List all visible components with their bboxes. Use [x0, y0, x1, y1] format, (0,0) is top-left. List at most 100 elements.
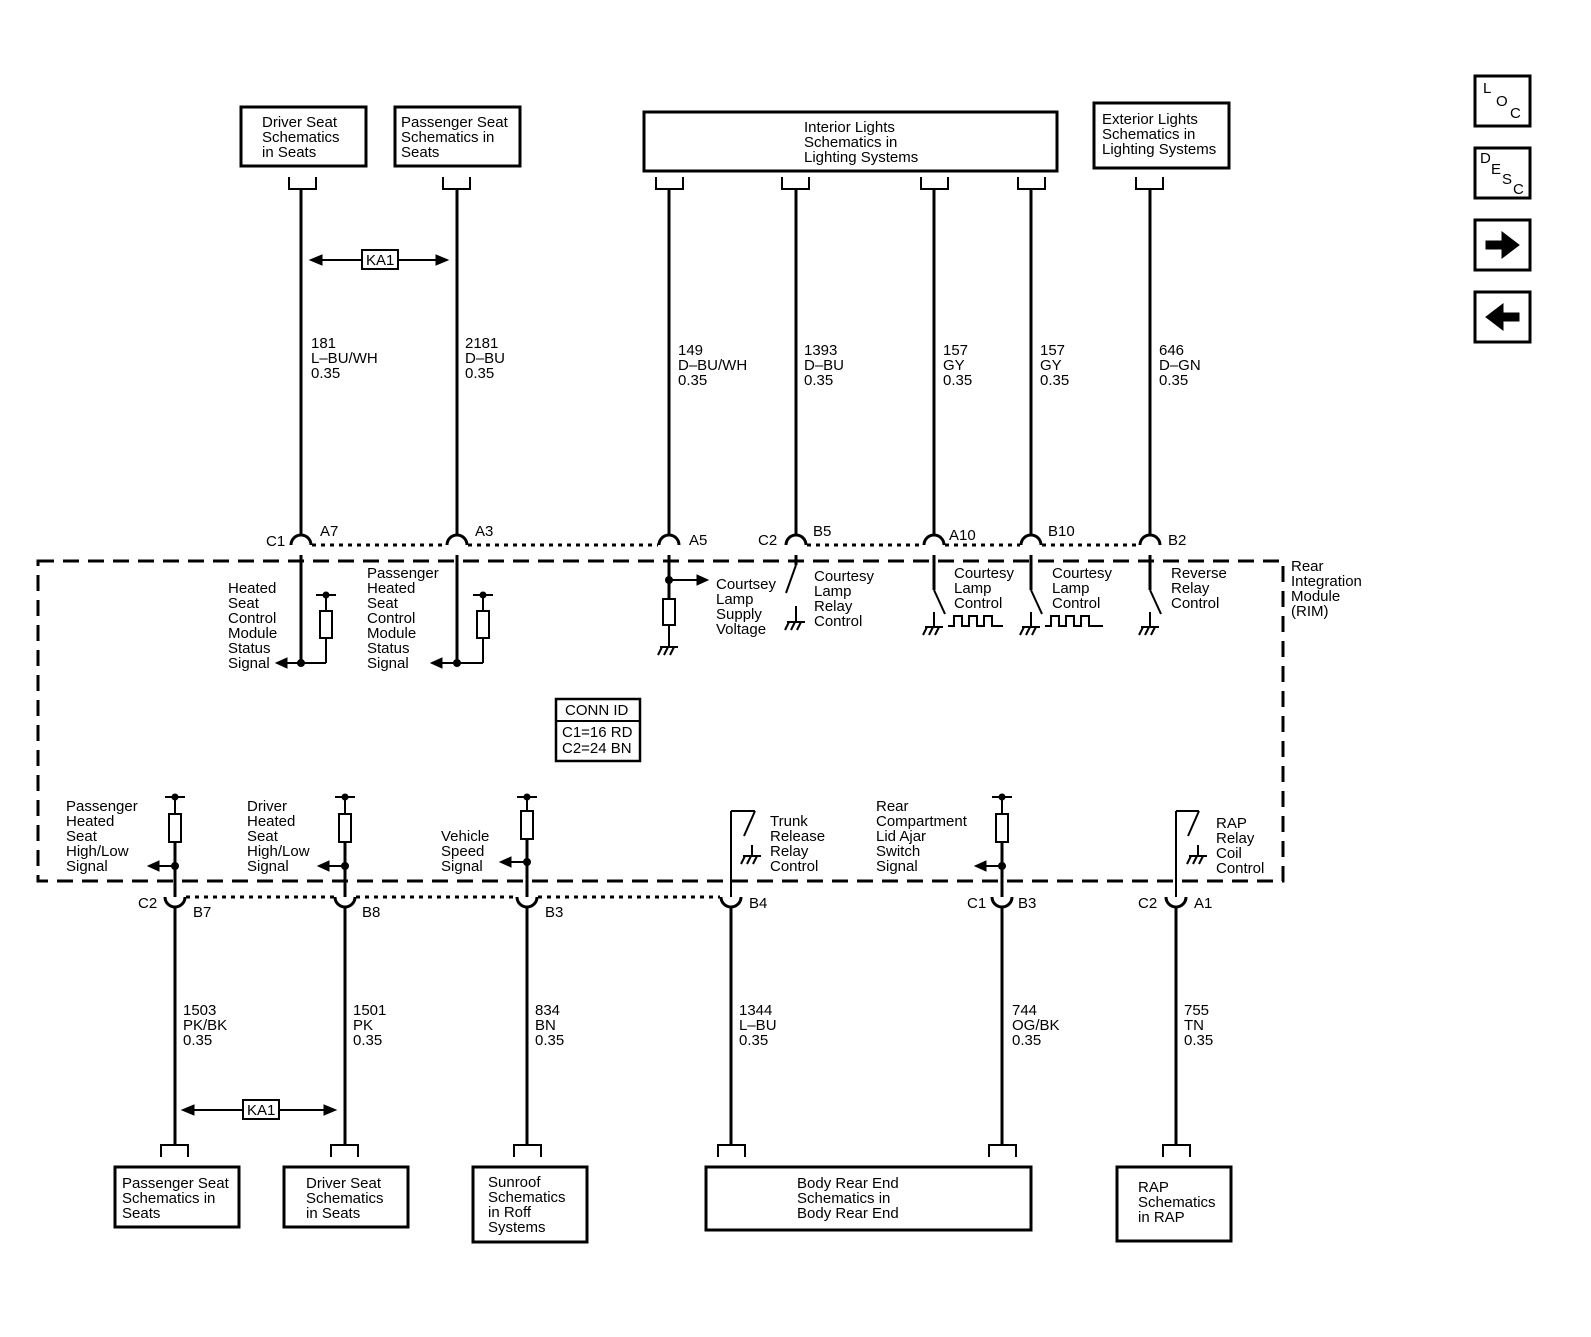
label-line: Status [228, 640, 271, 657]
label-line: Release [770, 828, 825, 845]
label-line: RAP [1216, 815, 1247, 832]
wire-gauge: 0.35 [739, 1032, 768, 1049]
label-line: Signal [441, 858, 483, 875]
pin-c2: C2 [758, 532, 777, 549]
wire-color: GY [1040, 357, 1062, 374]
driver-seat-schematics-box-bottom[interactable]: Driver Seat Schematics in Seats [282, 1144, 410, 1229]
wire-gauge: 0.35 [183, 1032, 212, 1049]
wire-gauge: 0.35 [1184, 1032, 1213, 1049]
pin-b8: B8 [362, 904, 380, 921]
wire-circuit: 744 [1012, 1002, 1037, 1019]
label-line: Signal [367, 655, 409, 672]
driver-seat-schematics-box-top[interactable]: Driver Seat Schematics in Seats [239, 105, 368, 190]
passenger-heated-status-circuit [429, 555, 493, 669]
label-line: High/Low [66, 843, 129, 860]
wire-gauge: 0.35 [804, 372, 833, 389]
desc-letter-d: D [1480, 150, 1491, 167]
desc-letter-c: C [1513, 181, 1524, 198]
wire-label-834: 834 BN 0.35 [535, 1002, 564, 1049]
label-line: Signal [228, 655, 270, 672]
label-line: Module [228, 625, 277, 642]
label-line: Seat [66, 828, 98, 845]
label-line: Coil [1216, 845, 1242, 862]
pin-b3: B3 [545, 904, 563, 921]
label-line: Speed [441, 843, 484, 860]
label-line: Status [367, 640, 410, 657]
label-line: Lid Ajar [876, 828, 926, 845]
description-button[interactable]: D E S C [1473, 146, 1532, 200]
pin-c1: C1 [266, 533, 285, 550]
courtesy-control-switch-1 [922, 555, 1003, 636]
label-line: Reverse [1171, 565, 1227, 582]
wire-label-2181: 2181 D–BU 0.35 [465, 335, 505, 382]
wire-circuit: 149 [678, 342, 703, 359]
label-line: Passenger [66, 798, 138, 815]
rim-module-outline [36, 559, 1285, 883]
box-line: Schematics in [401, 129, 494, 146]
courtesy-supply-label: Courtsey Lamp Supply Voltage [716, 576, 777, 638]
label-line: Control [1216, 860, 1264, 877]
previous-page-button[interactable] [1473, 290, 1532, 344]
rap-schematics-box[interactable]: RAP Schematics in RAP [1115, 1144, 1233, 1243]
passenger-seat-schematics-box-bottom[interactable]: Passenger Seat Schematics in Seats [113, 1144, 241, 1229]
wire-label-755: 755 TN 0.35 [1184, 1002, 1213, 1049]
bottom-wires [173, 907, 1178, 1145]
rap-relay-switch [1175, 810, 1208, 897]
wire-label-157-b: 157 GY 0.35 [1040, 342, 1069, 389]
pin-c2: C2 [138, 895, 157, 912]
box-line: Interior Lights [804, 119, 895, 136]
wire-gauge: 0.35 [1040, 372, 1069, 389]
wire-color: PK [353, 1017, 373, 1034]
wire-gauge: 0.35 [311, 365, 340, 382]
passenger-seat-schematics-box-top[interactable]: Passenger Seat Schematics in Seats [393, 105, 522, 190]
wire-label-1344: 1344 L–BU 0.35 [739, 1002, 777, 1049]
label-line: Heated [367, 580, 415, 597]
loc-letter-c: C [1510, 105, 1521, 122]
wire-label-1393: 1393 D–BU 0.35 [804, 342, 844, 389]
courtesy-supply-circuit [657, 555, 710, 656]
interior-lights-schematics-box[interactable]: Interior Lights Schematics in Lighting S… [642, 110, 1059, 190]
label-line: Courtesy [814, 568, 875, 585]
label-line: Passenger [367, 565, 439, 582]
label-line: High/Low [247, 843, 310, 860]
ka1-label: KA1 [247, 1102, 275, 1119]
label-line: Courtesy [954, 565, 1015, 582]
box-line: Passenger Seat [401, 114, 509, 131]
label-line: Compartment [876, 813, 968, 830]
pin-b3-c1: B3 [1018, 895, 1036, 912]
box-line: Schematics in [122, 1190, 215, 1207]
next-page-button[interactable] [1473, 218, 1532, 272]
box-line: Schematics [306, 1190, 384, 1207]
wire-label-181: 181 L–BU/WH 0.35 [311, 335, 378, 382]
wire-color: D–BU [804, 357, 844, 374]
wire-circuit: 181 [311, 335, 336, 352]
location-button[interactable]: L O C [1473, 74, 1532, 128]
box-line: in Seats [262, 144, 316, 161]
loc-letter-l: L [1483, 80, 1491, 97]
wire-label-744: 744 OG/BK 0.35 [1012, 1002, 1060, 1049]
conn-id-box: CONN ID C1=16 RD C2=24 BN [554, 697, 642, 763]
body-rear-end-schematics-box[interactable]: Body Rear End Schematics in Body Rear En… [704, 1144, 1033, 1232]
passenger-high-low-label: Passenger Heated Seat High/Low Signal [66, 798, 138, 875]
courtesy-control-label-1: Courtesy Lamp Control [954, 565, 1015, 612]
exterior-lights-schematics-box[interactable]: Exterior Lights Schematics in Lighting S… [1092, 101, 1231, 190]
label-line: Control [770, 858, 818, 875]
sunroof-schematics-box[interactable]: Sunroof Schematics in Roff Systems [471, 1144, 589, 1244]
wire-circuit: 834 [535, 1002, 560, 1019]
driver-high-low-label: Driver Heated Seat High/Low Signal [247, 798, 310, 875]
box-line: Sunroof [488, 1174, 541, 1191]
label-line: Heated [228, 580, 276, 597]
desc-letter-e: E [1491, 161, 1501, 178]
bottom-connector-row: C2 B7 B8 B3 B4 C1 B3 C2 A1 [138, 895, 1212, 921]
passenger-high-low-circuit [146, 793, 185, 897]
top-wires [299, 189, 1152, 535]
trunk-release-label: Trunk Release Relay Control [770, 813, 825, 875]
wire-color: L–BU/WH [311, 350, 378, 367]
wire-label-1501: 1501 PK 0.35 [353, 1002, 386, 1049]
ka1-label: KA1 [366, 252, 394, 269]
rear-compartment-circuit [973, 793, 1012, 897]
label-line: Switch [876, 843, 920, 860]
box-line: in Roff [488, 1204, 532, 1221]
wire-label-157-a: 157 GY 0.35 [943, 342, 972, 389]
box-line: Schematics [1138, 1194, 1216, 1211]
